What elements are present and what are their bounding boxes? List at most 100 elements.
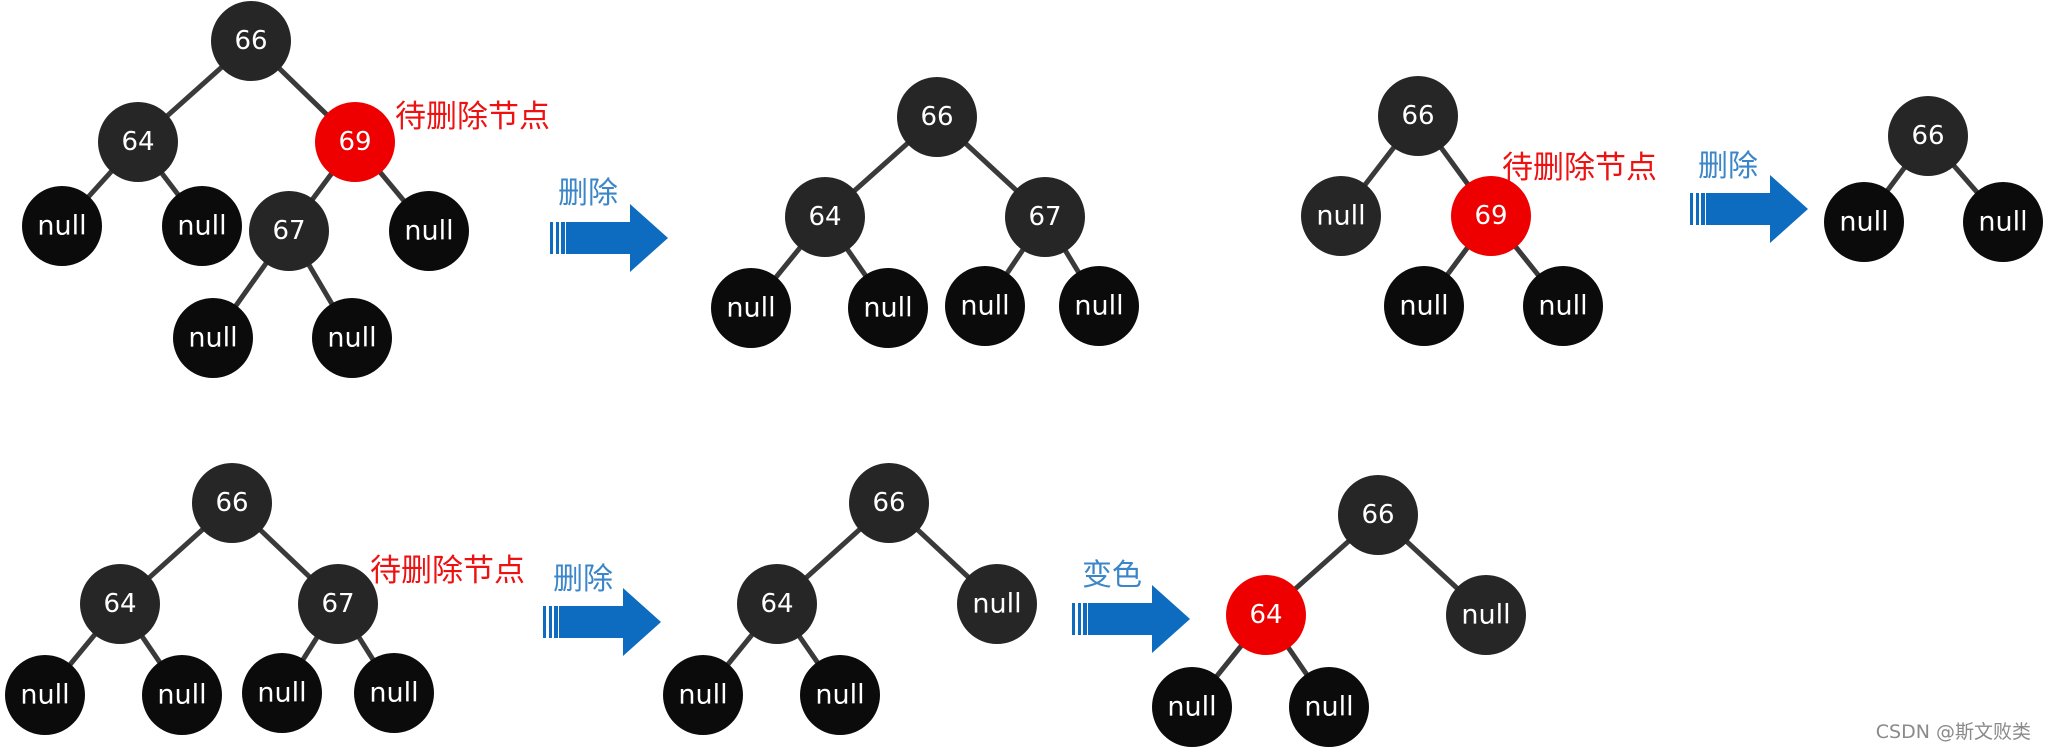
arrow-stripe (543, 606, 546, 638)
node-circle (1888, 96, 1968, 176)
node-circle (663, 655, 743, 735)
arrow-stripe (1696, 193, 1699, 225)
black-node: 66 (849, 463, 929, 543)
black-node: 66 (1888, 96, 1968, 176)
node-label: 66 (872, 488, 905, 518)
annotation-to-delete-2: 待删除节点 (1502, 150, 1657, 186)
arrow-body (1088, 585, 1190, 653)
arrow-recolor: 变色 (1072, 558, 1190, 653)
black-node: 64 (737, 564, 817, 644)
node-circle (897, 77, 977, 157)
node-circle (80, 564, 160, 644)
black-node: 64 (98, 102, 178, 182)
node-circle (98, 102, 178, 182)
node-circle (957, 564, 1037, 644)
node-circle (800, 655, 880, 735)
black-node: 66 (211, 1, 291, 81)
null-leaf-node: null (1824, 182, 1904, 262)
node-circle (1963, 182, 2043, 262)
null-leaf-node: null (142, 655, 222, 735)
node-circle (1446, 575, 1526, 655)
node-label: null (257, 678, 306, 709)
node-circle (711, 268, 791, 348)
node-circle (249, 191, 329, 271)
black-node: null (957, 564, 1037, 644)
node-label: null (20, 680, 69, 711)
right-arrow-icon (550, 204, 668, 272)
node-circle (1005, 177, 1085, 257)
node-label: null (1839, 207, 1888, 238)
arrow-stripe (1072, 603, 1075, 635)
null-leaf-node: null (711, 268, 791, 348)
null-leaf-node: null (389, 191, 469, 271)
arrow-delete-2: 删除 (1690, 149, 1808, 243)
null-leaf-node: null (663, 655, 743, 735)
arrow-stripe (1701, 193, 1705, 225)
node-circle (849, 463, 929, 543)
node-circle (1451, 176, 1531, 256)
node-label: null (726, 293, 775, 324)
arrow-label-delete-2: 删除 (1698, 149, 1758, 184)
null-leaf-node: null (1523, 266, 1603, 346)
watermark: CSDN @斯文败类 (1876, 721, 2031, 743)
black-node: 66 (1378, 76, 1458, 156)
node-label: null (369, 678, 418, 709)
node-label: 69 (338, 127, 371, 157)
node-circle (1378, 76, 1458, 156)
annotation-to-delete-3: 待删除节点 (370, 553, 525, 589)
null-leaf-node: null (1152, 667, 1232, 747)
null-leaf-node: null (800, 655, 880, 735)
node-label: null (678, 680, 727, 711)
arrow-stripe (1078, 603, 1081, 635)
null-leaf-node: null (162, 186, 242, 266)
node-circle (1301, 176, 1381, 256)
node-circle (1523, 266, 1603, 346)
node-circle (1226, 575, 1306, 655)
node-circle (312, 298, 392, 378)
node-label: 64 (760, 589, 793, 619)
right-arrow-icon (543, 588, 661, 656)
null-leaf-node: null (22, 186, 102, 266)
node-circle (1824, 182, 1904, 262)
null-leaf-node: null (312, 298, 392, 378)
arrow-stripe (549, 606, 552, 638)
node-circle (5, 655, 85, 735)
node-circle (785, 177, 865, 257)
black-node: null (1446, 575, 1526, 655)
null-leaf-node: null (945, 266, 1025, 346)
arrow-stripe (561, 222, 565, 254)
annotation-to-delete-1: 待删除节点 (395, 99, 550, 135)
black-node: 67 (249, 191, 329, 271)
arrow-stripe (554, 606, 558, 638)
node-label: null (1399, 291, 1448, 322)
node-label: null (157, 680, 206, 711)
node-label: null (188, 323, 237, 354)
null-leaf-node: null (5, 655, 85, 735)
black-node: 66 (192, 463, 272, 543)
node-label: 64 (808, 202, 841, 232)
node-circle (737, 564, 817, 644)
node-label: 64 (121, 127, 154, 157)
node-label: null (404, 216, 453, 247)
node-circle (1152, 667, 1232, 747)
arrow-body (559, 588, 661, 656)
node-label: 64 (103, 589, 136, 619)
node-circle (192, 463, 272, 543)
arrow-body (566, 204, 668, 272)
node-label: 64 (1249, 600, 1282, 630)
arrow-stripe (1083, 603, 1087, 635)
arrow-label-delete-3: 删除 (553, 562, 613, 597)
node-circle (242, 653, 322, 733)
node-label: null (1538, 291, 1587, 322)
black-node: 66 (1338, 475, 1418, 555)
node-label: 66 (215, 488, 248, 518)
black-node: 64 (785, 177, 865, 257)
black-node: null (1301, 176, 1381, 256)
node-circle (315, 102, 395, 182)
node-circle (22, 186, 102, 266)
node-label: 66 (234, 26, 267, 56)
node-circle (389, 191, 469, 271)
